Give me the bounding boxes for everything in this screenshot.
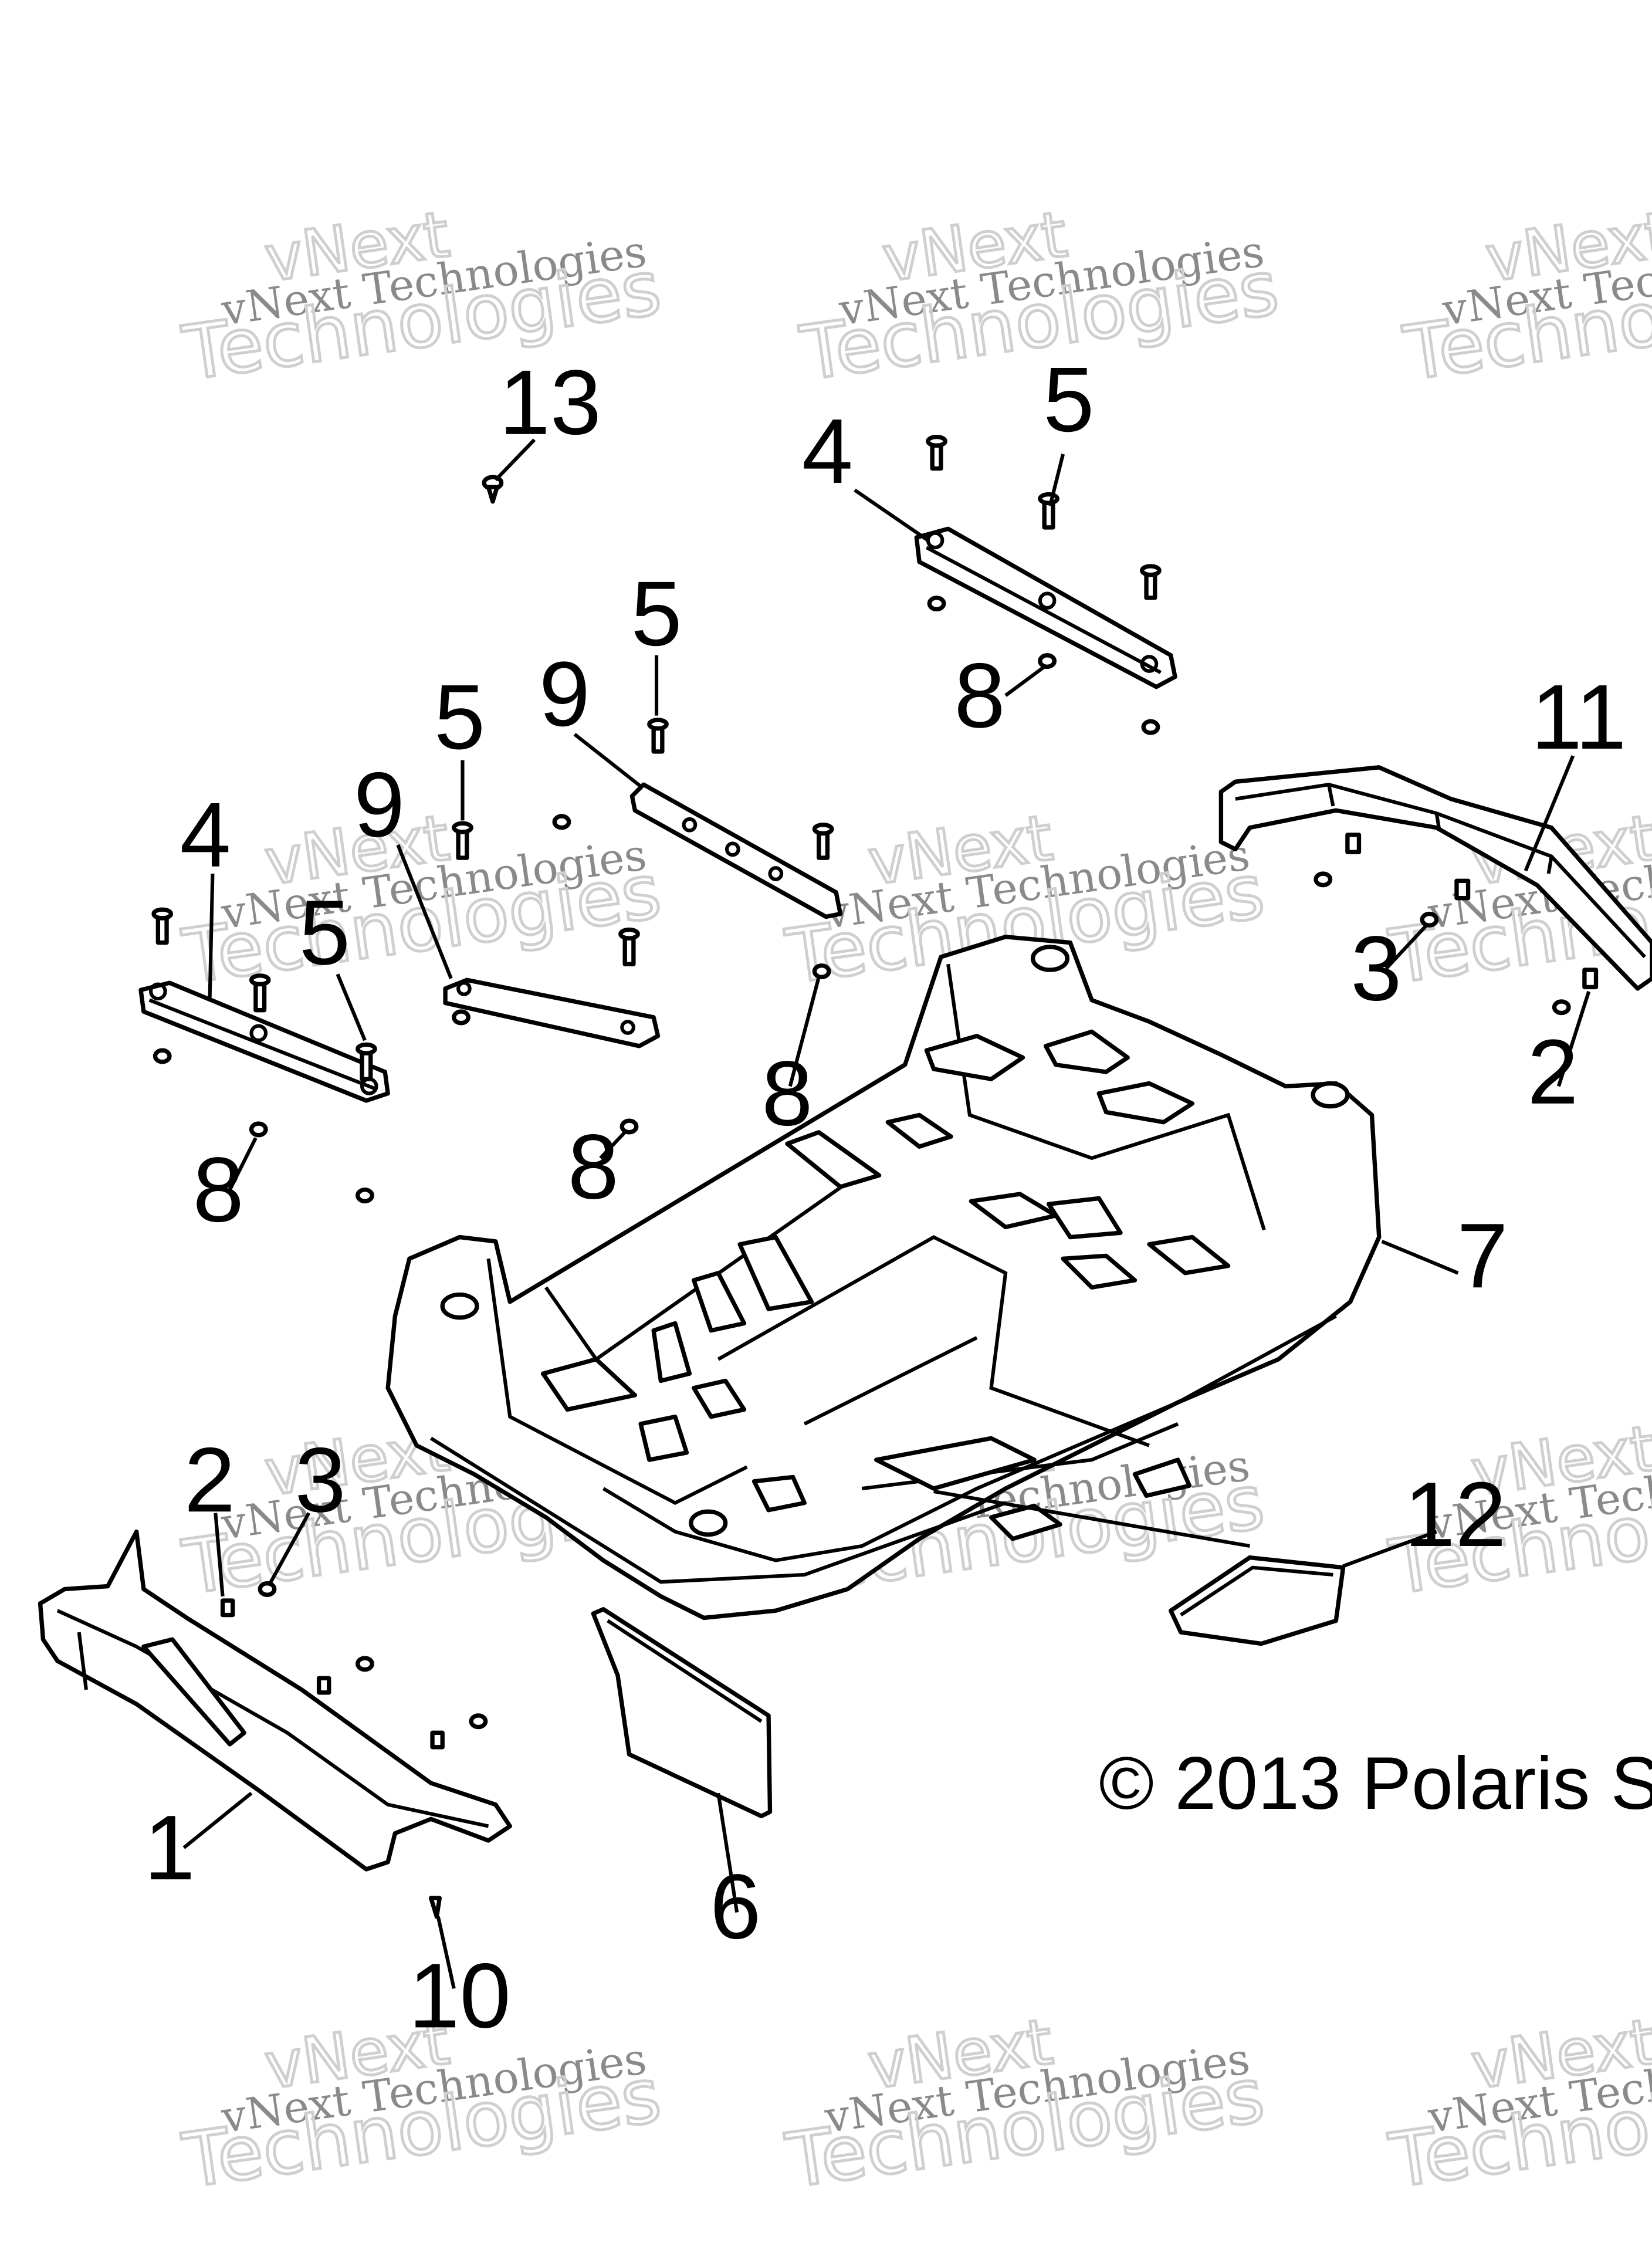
leader-lines [182,438,1591,1989]
callout-11: 11 [1531,666,1627,769]
callout-12: 12 [1404,1463,1506,1566]
part-11-rear-trim [1218,765,1652,1016]
callout-1: 1 [144,1797,195,1899]
callout-3: 3 [294,1429,346,1531]
callout-2: 2 [184,1429,235,1531]
callout-labels: 13 5 4 5 9 5 4 5 9 8 8 8 8 11 3 2 7 2 3 … [144,349,1626,2048]
callout-3: 3 [1350,918,1402,1020]
callout-6: 6 [710,1856,761,1958]
callout-5: 5 [299,881,350,984]
callout-8: 8 [761,1043,813,1145]
callout-8: 8 [193,1139,244,1241]
callout-5: 5 [1043,349,1094,451]
part-9-rail-center [552,718,843,980]
callout-4: 4 [180,784,231,887]
screws-upper-rail [926,434,1162,735]
part-12-cover [1169,1555,1346,1646]
copyright-text: © 2013 Polaris Sales Inc. [1099,1741,1652,1825]
part-1-front-trim [38,1529,512,1919]
watermark-mid-left: vNext vNext Technologies Technologies [177,800,667,1002]
part-9-rail-left [443,821,661,1135]
callout-8: 8 [568,1115,619,1218]
part-6-panel [591,1607,773,1819]
callout-7: 7 [1457,1205,1508,1307]
part-4-rail-left [138,907,390,1204]
part-13-screw [482,475,504,504]
watermark-bottom-right: vNext vNext Technologies Technologies [1383,2004,1652,2206]
callout-8: 8 [954,644,1005,747]
watermark-top-right: vNext vNext Technologies Technologies [1397,197,1652,399]
callout-10: 10 [408,1944,510,2047]
part-7-floor-tub [385,935,1382,1621]
watermark-top-center: vNext vNext Technologies Technologies [794,197,1285,399]
callout-5: 5 [434,666,485,769]
callout-9: 9 [539,643,590,746]
watermark-bottom-center: vNext vNext Technologies Technologies [780,2004,1271,2206]
part-4-rail-upper [914,526,1177,689]
callout-9: 9 [354,753,405,856]
callout-2: 2 [1527,1021,1578,1124]
callout-5: 5 [631,563,682,665]
callout-13: 13 [499,351,601,454]
callout-4: 4 [802,400,853,503]
